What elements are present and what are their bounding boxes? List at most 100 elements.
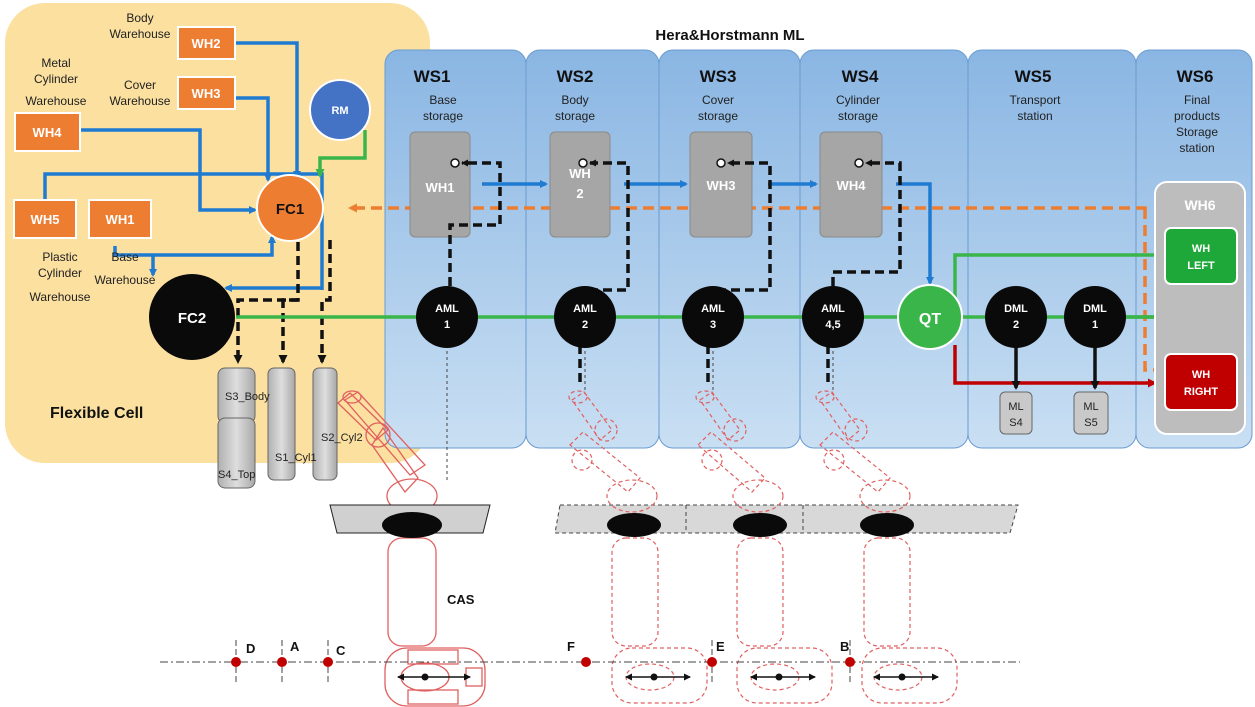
ws2-storage-label-2: 2 <box>576 186 583 201</box>
rm-label: RM <box>331 105 348 117</box>
ws5-desc-1: Transport <box>1010 93 1062 107</box>
gantry-rail-3 <box>733 513 787 537</box>
station-storages: WH1 WH 2 WH3 WH4 <box>409 131 883 238</box>
ws6-desc-1: Final <box>1184 93 1210 107</box>
ws3-base <box>736 647 833 704</box>
ws6-title: WS6 <box>1177 67 1214 86</box>
ws3-title: WS3 <box>700 67 737 86</box>
warehouse-wh3: WH3 Cover Warehouse <box>110 76 236 110</box>
warehouse-wh2: WH2 Body Warehouse <box>110 11 236 60</box>
ws4-storage-label: WH4 <box>837 178 867 193</box>
cas-joint <box>365 422 391 448</box>
dml2-label-2: 2 <box>1013 319 1019 331</box>
aml3-label-2: 3 <box>710 319 716 331</box>
ws2-elbow <box>571 449 593 471</box>
wh1-code: WH1 <box>106 212 135 227</box>
aml3-node <box>682 286 744 348</box>
flow-qt-whright <box>953 345 1157 388</box>
ws2-desc-2: storage <box>555 109 595 123</box>
ws3-storage <box>689 131 753 238</box>
ws2-arm-mid <box>569 431 641 493</box>
flow-wh1-fc1 <box>113 235 276 257</box>
ml-s4-box <box>999 391 1033 435</box>
wh1-caption-1: Base <box>111 250 139 264</box>
storage-s4-top <box>217 417 256 489</box>
wh1-caption-2: Warehouse <box>95 273 156 287</box>
rail-point-e <box>707 657 717 667</box>
flow-wh3-fc1 <box>235 96 272 182</box>
ws2-gripper <box>568 390 588 404</box>
station-headers: WS1 Base storage WS2 Body storage WS3 Co… <box>414 67 1220 155</box>
ws1-title: WS1 <box>414 67 451 86</box>
wh4-box <box>14 112 81 152</box>
wh5-caption-2: Cylinder <box>38 266 82 280</box>
wh3-code: WH3 <box>192 86 221 101</box>
ws6-storage: WH6 WH LEFT WH RIGHT <box>1154 181 1246 435</box>
cas-arm-upper <box>344 391 426 476</box>
ws3-gripper <box>695 390 715 404</box>
wh5-caption-3: Warehouse <box>30 290 91 304</box>
storage-ports <box>450 158 864 168</box>
ws2-column <box>611 537 659 647</box>
cell-dashed-flows <box>233 240 332 364</box>
robot-ws2 <box>568 390 708 704</box>
flow-rm-fc1 <box>315 130 367 178</box>
ml-s5-label-2: S5 <box>1084 417 1097 429</box>
aml1-label-2: 1 <box>444 319 450 331</box>
wh2-box <box>177 26 236 60</box>
s2-cyl2-label: S2_Cyl2 <box>321 432 363 444</box>
ws1-desc-1: Base <box>429 93 457 107</box>
ws3-desc-1: Cover <box>702 93 734 107</box>
ws4-arm-upper <box>819 391 861 441</box>
ws4-shoulder <box>859 479 911 513</box>
wh3-caption-2: Warehouse <box>110 94 171 108</box>
s3-body-label: S3_Body <box>225 391 270 403</box>
rail-label-c: C <box>336 643 346 658</box>
ws4-desc-1: Cylinder <box>836 93 880 107</box>
ws1-port <box>450 158 460 168</box>
wh4-caption-1: Metal <box>41 56 70 70</box>
wh3-box <box>177 76 236 110</box>
ws3-arm-upper <box>699 391 741 441</box>
rail-label-d: D <box>246 641 255 656</box>
ws2-storage-label-1: WH <box>569 166 591 181</box>
ws4-joint <box>844 418 868 442</box>
ws1-desc-2: storage <box>423 109 463 123</box>
ws3-storage-label: WH3 <box>707 178 736 193</box>
wh4-caption-2: Cylinder <box>34 72 78 86</box>
cas-label: CAS <box>447 592 475 607</box>
warehouse-wh1: WH1 Base Warehouse <box>88 199 156 287</box>
flow-fc1-s3 <box>233 242 300 364</box>
cas-arm-link <box>337 392 389 441</box>
ws4-title: WS4 <box>842 67 879 86</box>
flow-return-from-right <box>1143 208 1155 372</box>
ws6-desc-3: Storage <box>1176 125 1218 139</box>
aml-down-flows <box>578 345 830 385</box>
s1-cyl1-label: S1_Cyl1 <box>275 452 317 464</box>
ml-s5-label-1: ML <box>1083 401 1098 413</box>
wh-right-label-1: WH <box>1192 369 1210 381</box>
aml1-label-1: AML <box>435 303 459 315</box>
warehouse-wh4: WH4 Metal Cylinder Warehouse <box>14 56 87 152</box>
rail-label-e: E <box>716 639 725 654</box>
aml2-label-1: AML <box>573 303 597 315</box>
storage-s1-cyl1 <box>267 367 296 481</box>
ws4-storage <box>819 131 883 238</box>
ws3-shoulder <box>732 479 784 513</box>
wh5-caption-1: Plastic <box>42 250 77 264</box>
cas-arm-lower <box>371 426 419 494</box>
ws2-storage <box>549 131 611 238</box>
ws4-arm-mid <box>819 431 891 493</box>
wh3-caption-1: Cover <box>124 78 156 92</box>
cas-gripper <box>342 390 362 404</box>
ws6-desc-2: products <box>1174 109 1220 123</box>
ws4-gripper <box>815 390 835 404</box>
ws2-title: WS2 <box>557 67 594 86</box>
dashed-bases-cores <box>625 663 939 691</box>
ml-s4-label-1: ML <box>1008 401 1023 413</box>
qt-node <box>897 284 963 350</box>
cas-base <box>384 647 486 707</box>
cas-column <box>387 537 437 647</box>
aml-nodes: AML 1 AML 2 AML 3 AML 4,5 <box>416 286 864 348</box>
